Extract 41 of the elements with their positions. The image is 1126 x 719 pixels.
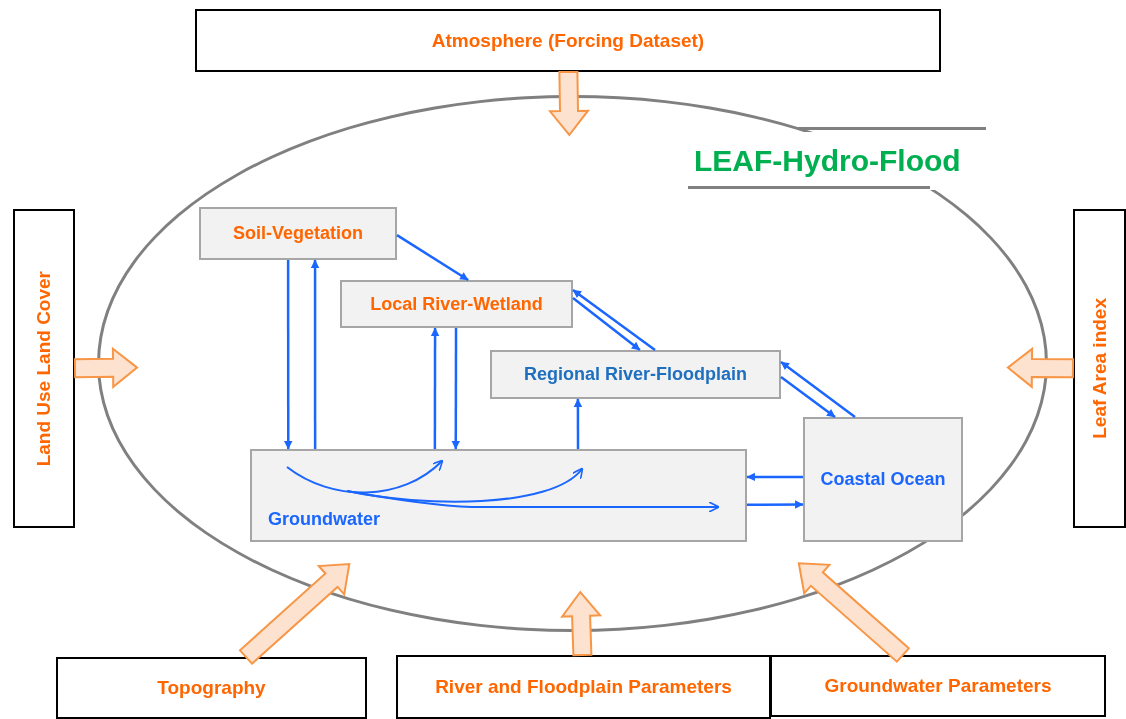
box-label: Soil-Vegetation — [233, 222, 363, 245]
arrow — [572, 297, 641, 351]
box-label: Regional River-Floodplain — [524, 363, 747, 386]
arrow — [430, 327, 440, 449]
box-label: Groundwater Parameters — [824, 674, 1052, 698]
block-arrow — [547, 70, 591, 137]
process-box — [340, 280, 573, 328]
box-label: Land Use Land Cover — [32, 270, 56, 467]
box-label: Local River-Wetland — [370, 292, 543, 316]
block-arrow — [1006, 346, 1075, 389]
process-box — [803, 417, 963, 542]
input-box — [195, 9, 941, 72]
input-box — [770, 655, 1106, 717]
block-arrow — [797, 562, 911, 664]
box-label: Coastal Ocean — [820, 468, 946, 491]
box-label: Leaf Area index — [1087, 298, 1111, 439]
box-label: Groundwater — [268, 507, 380, 530]
process-box — [199, 207, 397, 260]
process-box — [250, 449, 747, 542]
arrow — [310, 259, 320, 449]
box-label: Atmosphere (Forcing Dataset) — [431, 28, 705, 53]
arrow — [572, 289, 656, 351]
input-box — [1073, 209, 1126, 528]
model-ellipse — [97, 95, 1048, 632]
input-box — [13, 209, 75, 528]
input-box — [56, 657, 367, 719]
arrow — [780, 361, 856, 418]
arrow — [451, 328, 460, 450]
arrow — [780, 375, 836, 418]
process-box — [490, 350, 781, 399]
arrow — [284, 260, 293, 450]
block-arrow — [560, 590, 603, 657]
box-label: Topography — [157, 676, 266, 700]
block-arrow — [238, 563, 351, 666]
arrow — [746, 472, 803, 482]
box-label: River and Floodplain Parameters — [435, 675, 732, 699]
arrow — [573, 398, 583, 449]
arrow — [396, 234, 469, 282]
arrow — [747, 500, 804, 509]
input-box — [396, 655, 771, 719]
block-arrow — [73, 346, 139, 389]
